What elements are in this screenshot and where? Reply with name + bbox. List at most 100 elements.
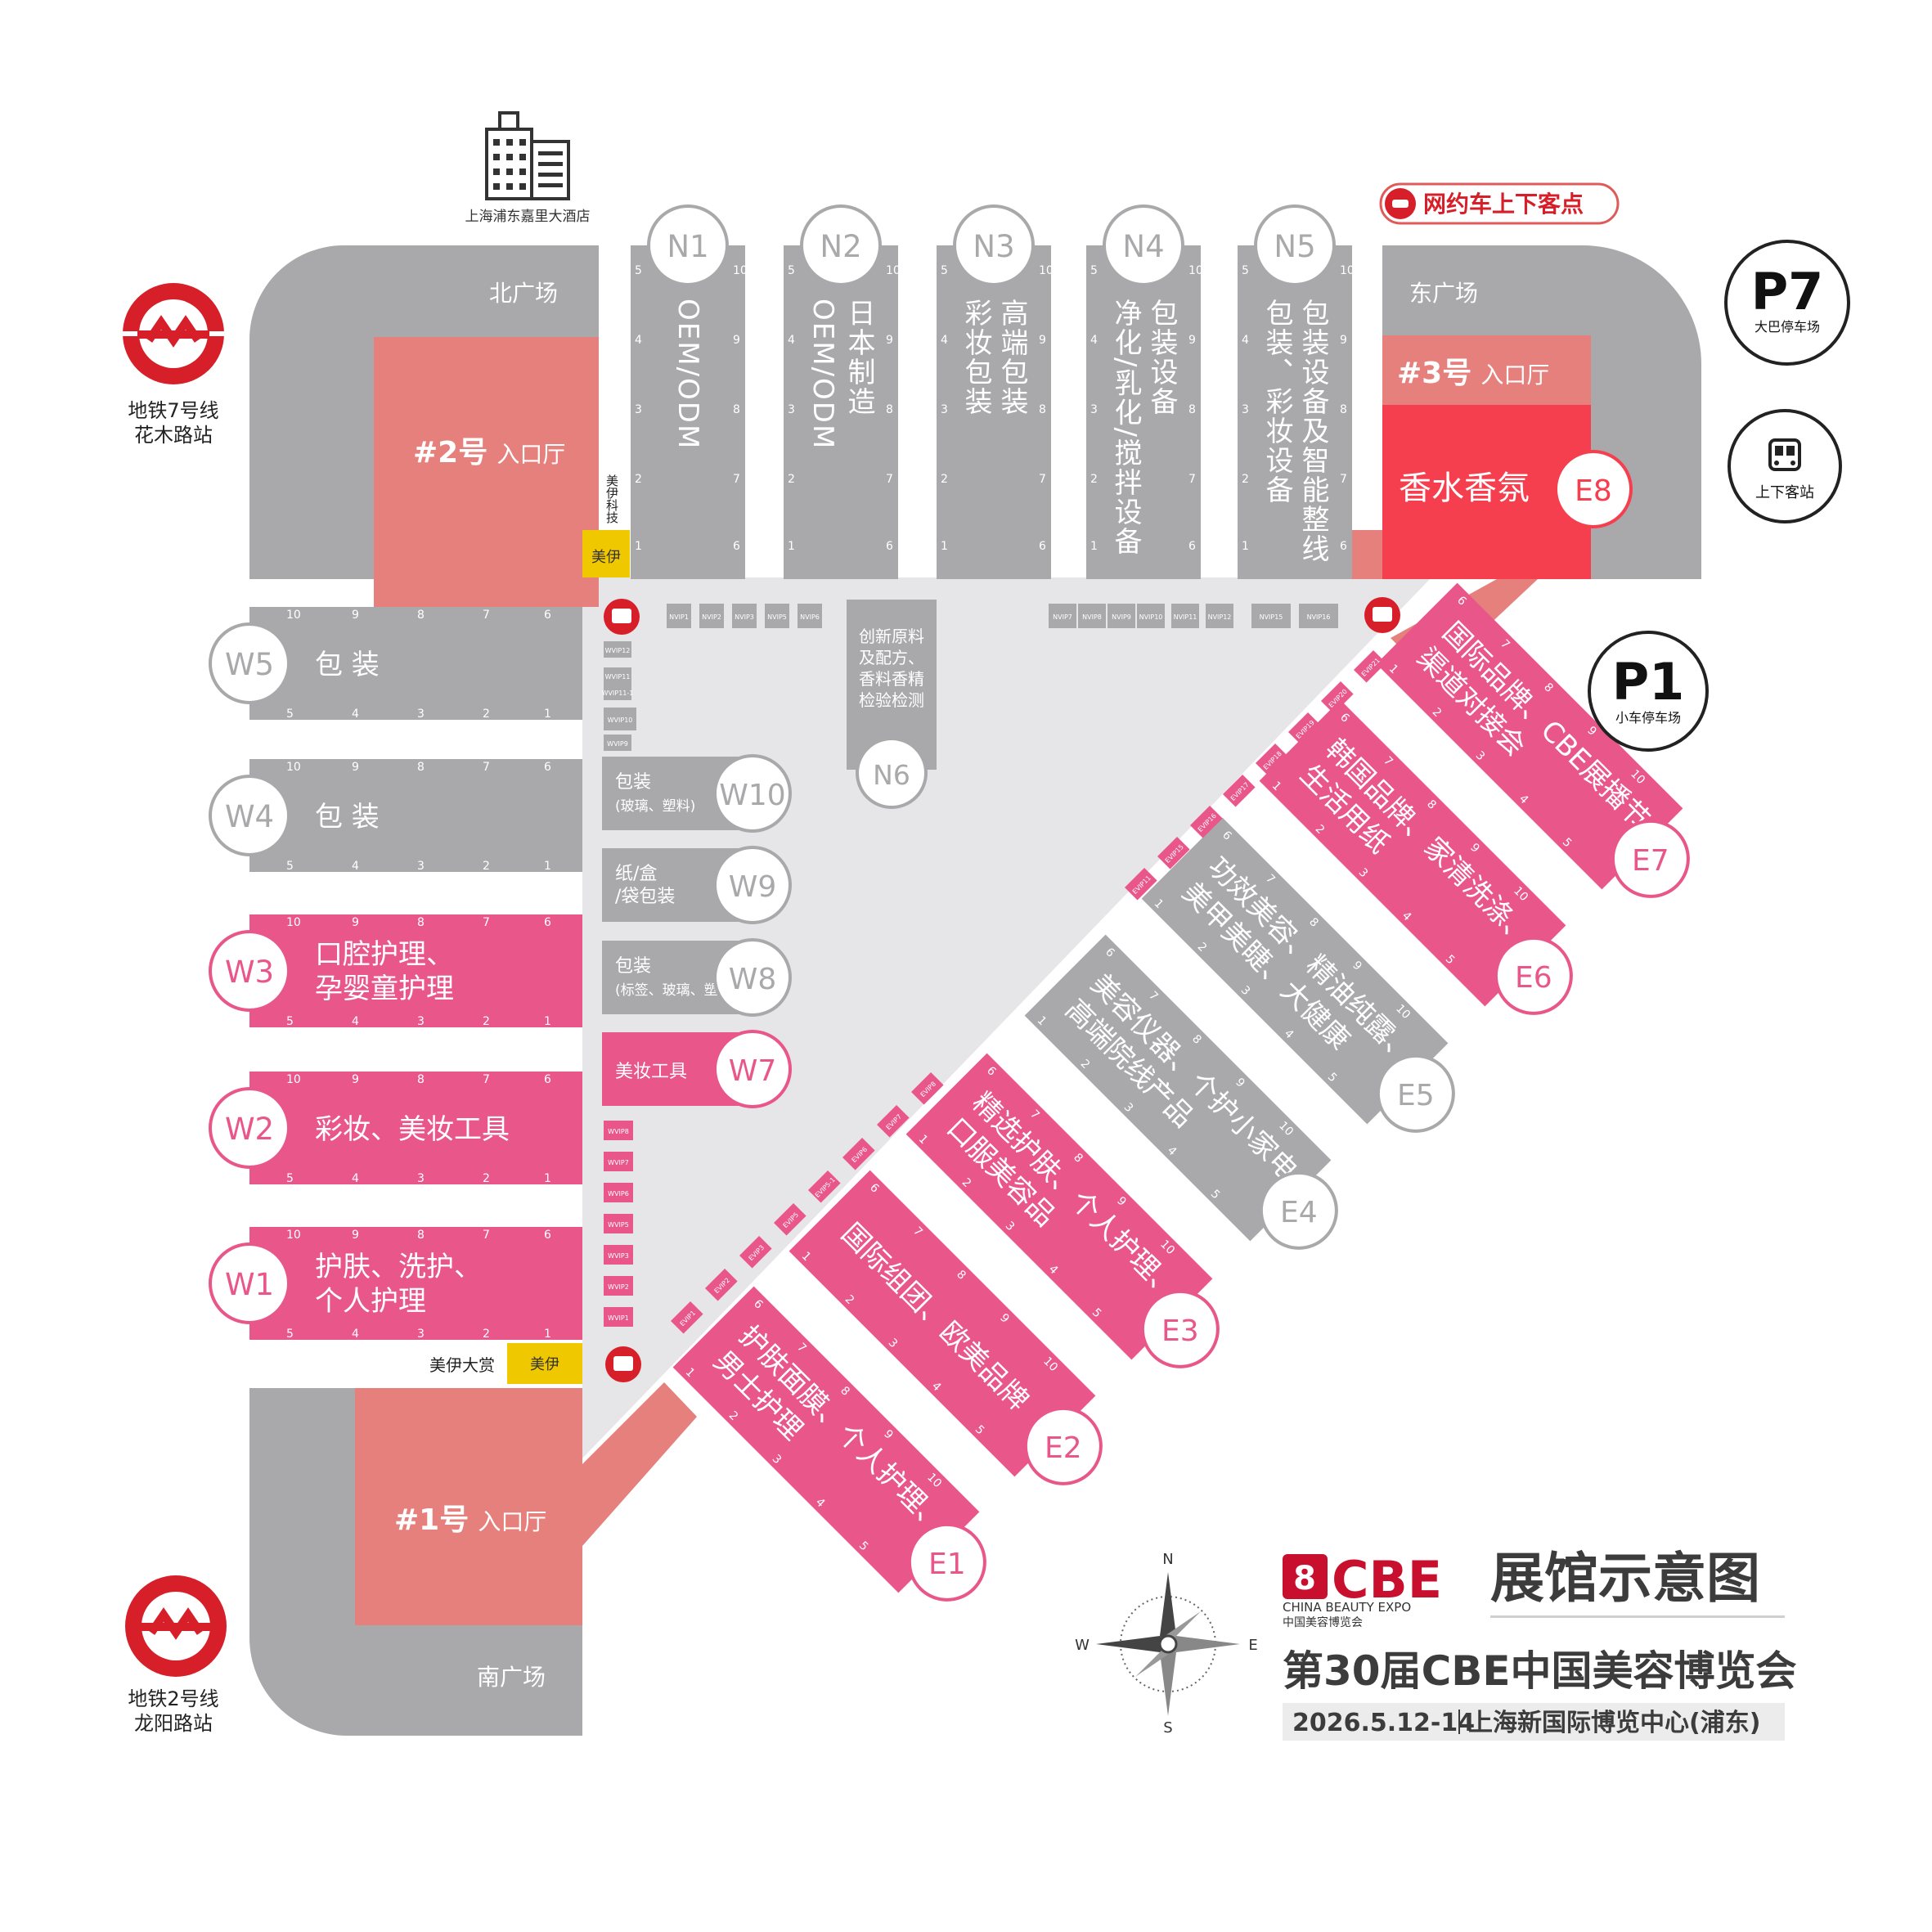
hall-n5-num-left: 1: [1242, 540, 1249, 553]
vip-north-right: [1137, 604, 1165, 628]
hall-w5-num-top: 10: [286, 609, 301, 622]
vip-west-top: [604, 684, 631, 700]
hall-n4-badge: [1103, 204, 1184, 286]
hall-e7-tag-code: E7: [1632, 844, 1669, 878]
hall-e2-body: [789, 1170, 1096, 1477]
cbe-logo: 8 CBE CHINA BEAUTY EXPO 中国美容博览会: [1283, 1550, 1442, 1629]
bus-stop: [1728, 409, 1842, 523]
hall-n5-badge: [1254, 204, 1336, 286]
bus-stop-icon-sw: [605, 1346, 641, 1382]
hall-w5-num-bottom: 4: [352, 708, 359, 721]
hall-w8-badge: [713, 938, 792, 1017]
vip-diag-upper: [1125, 867, 1157, 901]
hall-n4-num-left: 2: [1090, 473, 1098, 486]
hall-numbers: 5432110987654321109876543211098765432110…: [286, 264, 1355, 1341]
vip-west-bottom-label: WVIP7: [608, 1159, 629, 1166]
hall-n5-num-right: 7: [1340, 473, 1347, 486]
compass-s: S: [1163, 1719, 1172, 1737]
hall-n1-num-right: 10: [733, 264, 748, 277]
bus-icon: [1768, 438, 1801, 471]
hall-w2-num-bottom: 1: [544, 1172, 551, 1185]
hall-n6-text-3: 检验检测: [859, 690, 924, 710]
parking-p7: [1724, 240, 1850, 366]
north-halls: [631, 245, 1352, 579]
vip-west-top-label: WVIP10: [608, 717, 633, 724]
hall-w1-num-top: 10: [286, 1229, 301, 1242]
hall-n6-code: N6: [873, 759, 910, 791]
hall-w5-text-0: 包 装: [315, 649, 380, 681]
south-plaza-label: 南广场: [477, 1664, 546, 1691]
vip-diag-upper: [1157, 836, 1190, 869]
hall-w2-num-top: 10: [286, 1073, 301, 1086]
hall-n2: [784, 245, 898, 579]
hall-w10-text-1: (玻璃、塑料): [615, 798, 695, 815]
vip-north-left: [667, 604, 691, 628]
hall-n4-num-left: 5: [1090, 264, 1098, 277]
hall-e1-body: [672, 1286, 980, 1593]
hall-e6-tag-badge: [1494, 936, 1573, 1015]
vip-north-left-label: NVIP1: [669, 613, 689, 621]
hall-w9-code: W9: [729, 870, 777, 904]
vip-west-bottom: [604, 1183, 633, 1202]
rideshare-label: 网约车上下客点: [1423, 191, 1584, 218]
hall-w1-text-0: 护肤、洗护、: [315, 1251, 482, 1283]
hall-n3-code: N3: [973, 229, 1014, 264]
hall-n3-num-left: 5: [941, 264, 948, 277]
hall-w8-text-0: 包装: [615, 956, 651, 977]
hall-w5-code: W5: [225, 647, 274, 682]
hall-e4-tag-badge: [1259, 1170, 1338, 1250]
hall-n5-num-left: 5: [1242, 264, 1249, 277]
hall-w9-badge: [713, 846, 792, 924]
hall-n5-num-left: 2: [1242, 473, 1249, 486]
hall-w4-num-bottom: 3: [417, 860, 425, 873]
hall-w3-num-top: 10: [286, 916, 301, 929]
entrance-1-label: #1号 入口厅: [394, 1503, 546, 1537]
hall-n3-text-1: 彩妆包装: [959, 299, 992, 416]
hall-n5: [1238, 245, 1352, 579]
hall-n2-num-left: 1: [788, 540, 795, 553]
vip-north-right: [1108, 604, 1135, 628]
hall-n5-text-1: 包装、彩妆设备: [1260, 299, 1293, 505]
entrance-hall-2: [374, 337, 599, 607]
vip-diag-lower: [842, 1137, 875, 1170]
vip-west-top: [604, 708, 636, 730]
hall-w5-num-top: 8: [417, 609, 425, 622]
hall-e3-tag-badge: [1140, 1289, 1220, 1368]
entrance-hall-3-side: [1351, 530, 1382, 579]
east-plaza-label: 东广场: [1409, 280, 1478, 307]
hall-n2-code: N2: [820, 229, 861, 264]
hall-n2-num-left: 5: [788, 264, 795, 277]
hotel-label: 上海浦东嘉里大酒店: [465, 209, 591, 225]
hall-w5-num-top: 9: [352, 609, 359, 622]
hall-n2-text-1: OEM/ODM: [806, 299, 839, 450]
hall-n5-num-right: 9: [1340, 334, 1347, 347]
hall-n2-num-left: 2: [788, 473, 795, 486]
hall-n1-code: N1: [667, 229, 708, 264]
vip-north-right-label: NVIP10: [1139, 613, 1163, 621]
hall-w4-num-top: 8: [417, 761, 425, 774]
hall-n5-num-right: 8: [1340, 403, 1347, 416]
vip-west-bottom-label: WVIP1: [608, 1314, 629, 1322]
hall-n2-num-right: 9: [886, 334, 893, 347]
hall-w2-badge: [209, 1087, 290, 1169]
map-title: 展馆示意图: [1490, 1547, 1760, 1610]
vip-diag-lower: [705, 1268, 738, 1301]
parking-p1: [1588, 631, 1709, 752]
hall-w10-badge: [713, 754, 792, 833]
hall-w2-num-bottom: 5: [286, 1172, 294, 1185]
hall-e6-body: [1259, 699, 1566, 1007]
hall-w4-num-top: 6: [544, 761, 551, 774]
hall-w1-num-top: 6: [544, 1229, 551, 1242]
hall-n4-text-1: 净化/乳化/搅拌设备: [1109, 299, 1142, 556]
metro-icon-line7: [123, 283, 224, 384]
vip-west-top-label: WVIP12: [605, 647, 631, 654]
hall-w2-code: W2: [225, 1112, 274, 1147]
hall-w5-num-bottom: 2: [483, 708, 490, 721]
hall-w1-code: W1: [225, 1267, 274, 1302]
hall-w3-badge: [209, 930, 290, 1012]
vip-west-top: [604, 641, 631, 658]
entrance-hall-1: [355, 1388, 582, 1625]
connector-sw: [582, 1382, 697, 1546]
hall-n2-num-right: 10: [886, 264, 901, 277]
hall-n1-num-left: 2: [635, 473, 642, 486]
